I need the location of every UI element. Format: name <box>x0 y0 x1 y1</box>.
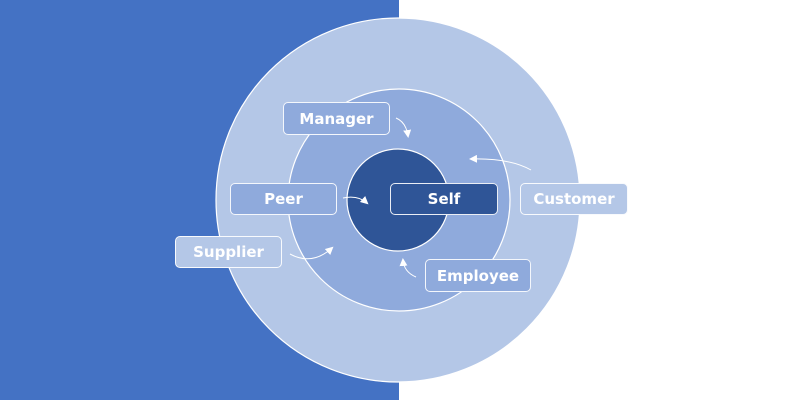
node-employee[interactable]: Employee <box>425 259 531 292</box>
arrow-employee <box>399 258 417 278</box>
arrow-customer <box>469 154 532 171</box>
node-customer[interactable]: Customer <box>520 183 628 215</box>
node-self[interactable]: Self <box>390 183 498 215</box>
arrow-peer <box>342 196 369 205</box>
node-peer[interactable]: Peer <box>230 183 337 215</box>
arrow-manager <box>395 117 412 138</box>
arrow-supplier <box>289 246 334 260</box>
node-manager[interactable]: Manager <box>283 102 390 135</box>
node-supplier[interactable]: Supplier <box>175 236 282 268</box>
